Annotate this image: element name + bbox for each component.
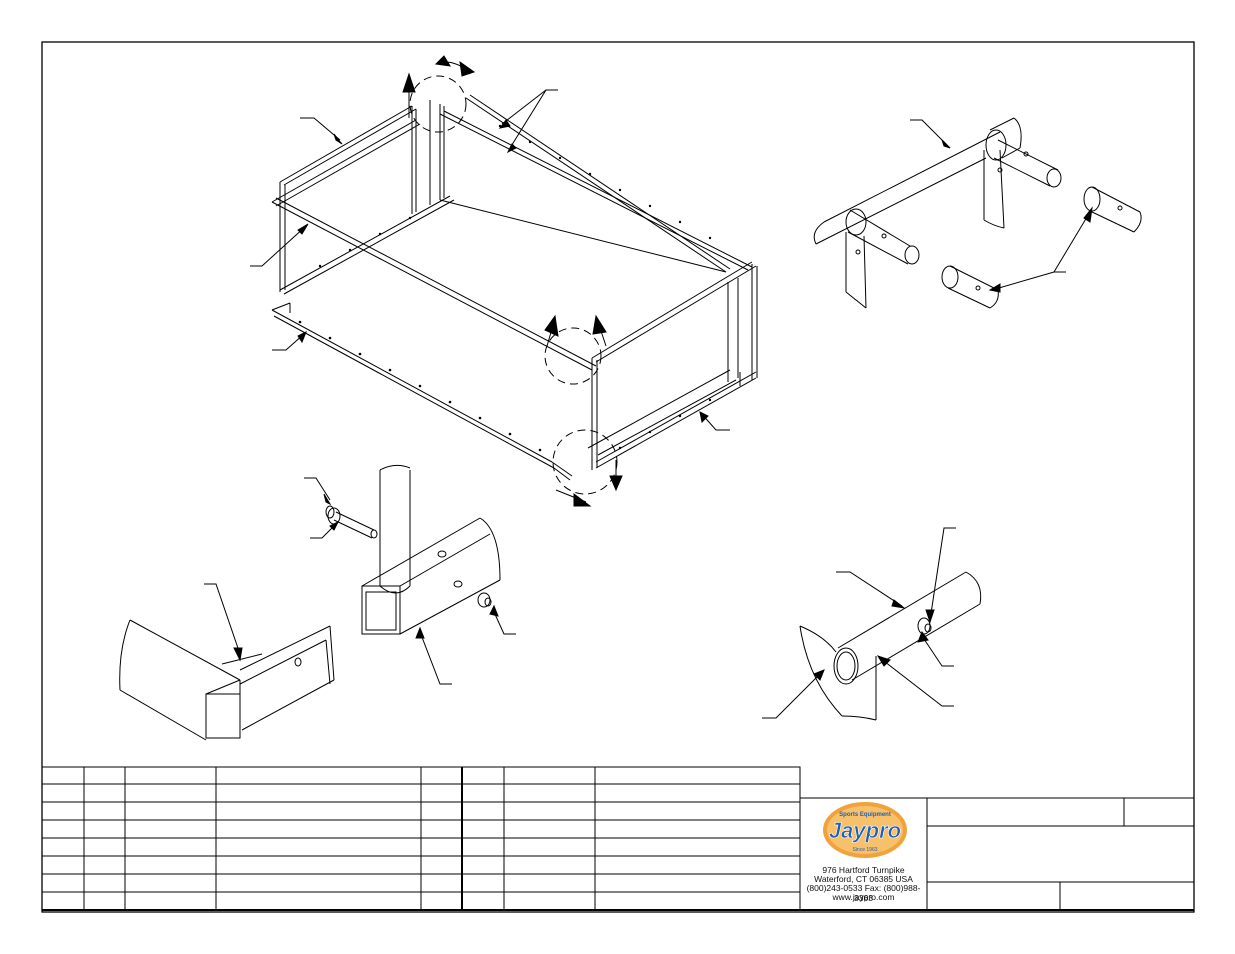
top-long-rails (271, 94, 753, 371)
parts-list-table (41, 766, 801, 911)
assembly-arrows (402, 55, 623, 507)
logo-tagline-top: Sports Equipment (839, 812, 891, 818)
drawing-border (41, 41, 1195, 913)
title-block (42, 797, 1194, 911)
detail-tube-joint-right (762, 527, 982, 721)
jaypro-logo: Sports Equipment Jaypro Since 1963 (823, 802, 907, 858)
logo-wordmark: Jaypro (829, 818, 901, 843)
detail-pin-square-tube (304, 464, 516, 685)
main-leaders (250, 89, 730, 431)
company-address-line1: 976 Hartford Turnpike (822, 865, 905, 875)
detail-circles (409, 75, 618, 495)
rail-hole-marks (298, 124, 712, 452)
company-website: www.jaypro.com (832, 892, 895, 902)
company-address-line2: Waterford, CT 06385 USA (814, 874, 913, 884)
logo-tagline-bottom: Since 1963 (852, 847, 877, 853)
left-end-frame (271, 100, 455, 295)
main-frame-view (250, 55, 758, 507)
right-end-frame (591, 261, 758, 470)
bottom-front-rail (271, 199, 737, 481)
detail-bracket-left (119, 583, 335, 741)
company-phone-fax: (800)243-0533 Fax: (800)988-3363 (806, 883, 921, 903)
detail-tee-top-right (813, 117, 1142, 309)
